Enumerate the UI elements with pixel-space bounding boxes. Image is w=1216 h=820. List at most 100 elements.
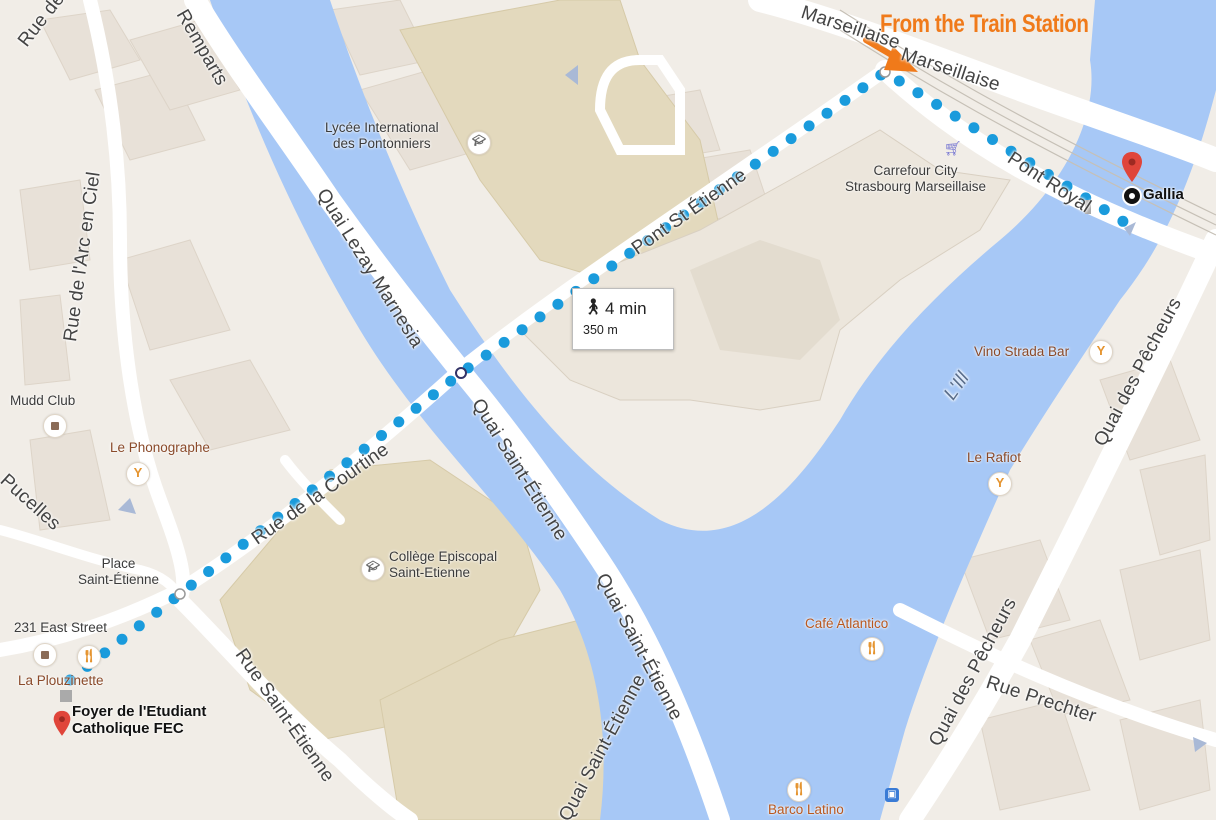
destination-marker-icon: [1122, 186, 1142, 206]
route-dot: [498, 336, 510, 348]
poi-college-line1: Collège Episcopal: [389, 549, 498, 564]
route-duration: 4 min: [605, 299, 647, 318]
route-dot: [624, 247, 636, 259]
poi-mudd-club[interactable]: Mudd Club: [10, 393, 76, 408]
square-marker-icon[interactable]: [33, 643, 57, 667]
route-dot: [255, 525, 266, 537]
poi-la-plouzinette[interactable]: La Plouzinette: [18, 673, 104, 688]
route-dot: [64, 674, 76, 686]
fork-knife-icon[interactable]: 🍴︎: [787, 778, 811, 802]
poi-lycee-line1: Lycée International: [325, 120, 439, 135]
route-dot: [660, 222, 672, 234]
route-dot: [968, 122, 980, 134]
route-dot: [912, 87, 924, 99]
route-dot: [410, 402, 422, 414]
route-dot: [767, 145, 779, 157]
graduation-cap-icon[interactable]: 🎓︎: [467, 131, 491, 155]
map-pin-icon: [53, 710, 71, 736]
route-dot: [358, 443, 370, 455]
orange-arrow-icon: [863, 37, 918, 72]
route-dot: [306, 484, 318, 496]
route-dot: [1042, 169, 1054, 180]
poi-barco-latino[interactable]: Barco Latino: [768, 802, 844, 817]
bus-icon[interactable]: ▣: [885, 788, 899, 802]
route-dot: [272, 511, 284, 523]
route-dot: [839, 94, 851, 106]
route-dot: [713, 184, 725, 196]
train-station-callout: From the Train Station: [880, 10, 1089, 38]
destination-label[interactable]: Gallia: [1143, 186, 1184, 203]
poi-place-saint-etienne[interactable]: Place Saint-Étienne: [78, 556, 159, 587]
square-marker-icon[interactable]: [43, 414, 67, 438]
origin-pin[interactable]: [52, 708, 72, 747]
route-dot: [1005, 145, 1017, 157]
walking-person-icon: 🚶︎: [583, 299, 604, 316]
cocktail-glass-icon[interactable]: Y: [1089, 340, 1113, 364]
route-dot: [678, 209, 689, 221]
route-dot: [749, 158, 761, 170]
route-dot: [220, 552, 232, 564]
route-dot: [1024, 157, 1036, 169]
route-dot: [203, 566, 215, 577]
graduation-cap-icon[interactable]: 🎓︎: [361, 557, 385, 581]
origin-label[interactable]: Foyer de l'Etudiant Catholique FEC: [72, 703, 206, 738]
road-marker: [60, 690, 72, 702]
route-dot: [445, 375, 457, 387]
route-dot: [1098, 204, 1110, 216]
route-dot: [427, 389, 439, 401]
route-dot: [1061, 180, 1073, 192]
route-info-bubble[interactable]: 🚶︎ 4 min 350 m: [572, 288, 674, 350]
route-dot: [185, 579, 197, 591]
fork-knife-icon[interactable]: 🍴︎: [860, 637, 884, 661]
destination-pin[interactable]: [1120, 152, 1144, 191]
route-dot: [931, 98, 943, 110]
route-dot: [731, 171, 743, 183]
route-waypoint: [174, 588, 186, 600]
route-dot: [116, 633, 128, 645]
poi-carrefour-city[interactable]: Carrefour City Strasbourg Marseillaise: [845, 163, 986, 194]
poi-carrefour-line1: Carrefour City: [873, 163, 958, 178]
poi-231-east-street[interactable]: 231 East Street: [14, 620, 108, 635]
route-dot: [237, 538, 249, 550]
poi-lycee-international[interactable]: Lycée International des Pontonniers: [325, 120, 439, 151]
route-dot: [516, 324, 528, 336]
route-dot: [857, 82, 869, 94]
origin-label-line1: Foyer de l'Etudiant: [72, 703, 207, 720]
route-dot: [893, 75, 905, 87]
poi-place-line1: Place: [101, 556, 136, 571]
route-dot: [289, 498, 301, 509]
poi-college-episcopal[interactable]: Collège Episcopal Saint-Etienne: [389, 549, 497, 580]
poi-carrefour-line2: Strasbourg Marseillaise: [845, 178, 987, 194]
poi-vino-strada-bar[interactable]: Vino Strada Bar: [974, 344, 1070, 359]
fork-knife-icon[interactable]: 🍴︎: [77, 645, 101, 669]
poi-cafe-atlantico[interactable]: Café Atlantico: [805, 616, 889, 631]
cocktail-glass-icon[interactable]: Y: [988, 472, 1012, 496]
route-dot: [785, 133, 797, 145]
route-dot: [393, 416, 405, 428]
route-dot: [534, 311, 546, 323]
route-dot: [133, 620, 145, 632]
route-dot: [821, 107, 833, 119]
direction-arrow-icon: [118, 65, 1207, 752]
cocktail-glass-icon[interactable]: Y: [126, 462, 150, 486]
origin-label-line2: Catholique FEC: [72, 720, 184, 738]
route-dot: [588, 273, 600, 285]
route-dot: [1117, 215, 1129, 227]
poi-le-phonographe[interactable]: Le Phonographe: [110, 440, 210, 455]
poi-le-rafiot[interactable]: Le Rafiot: [967, 450, 1022, 465]
route-dot: [606, 260, 618, 272]
route-dot: [987, 134, 998, 145]
route-dot: [324, 470, 336, 482]
shopping-cart-icon[interactable]: 🛒︎: [944, 140, 962, 156]
route-dot: [803, 120, 815, 132]
route-dot: [642, 235, 654, 246]
route-dot: [552, 298, 564, 310]
road-marker: [1085, 200, 1091, 214]
route-dot: [695, 196, 707, 208]
route-dot: [376, 430, 387, 441]
map-pin-icon: [1122, 152, 1142, 182]
route-dot: [151, 606, 163, 618]
route-distance: 350 m: [583, 323, 618, 337]
